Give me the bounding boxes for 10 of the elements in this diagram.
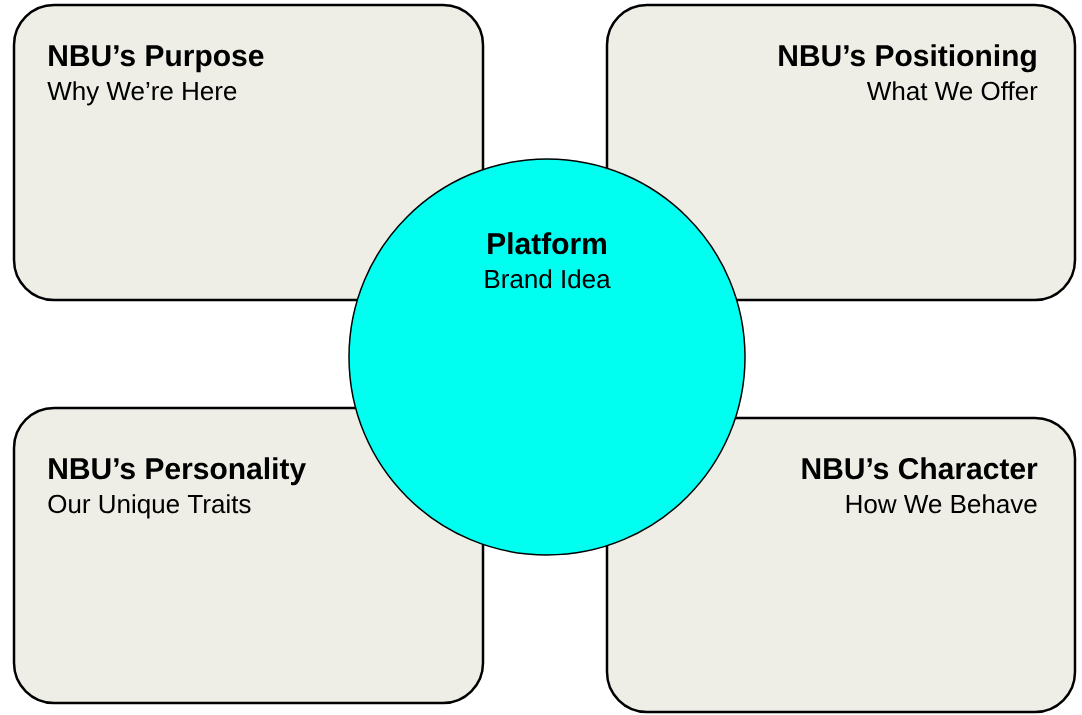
card-title: NBU’s Character (802, 457, 1038, 480)
card-subtitle: Brand Idea (485, 269, 611, 289)
card-subtitle: Our Unique Traits (48, 494, 251, 519)
card-title: NBU’s Positioning (779, 44, 1036, 73)
card-subtitle: Why We’re Here (47, 81, 237, 106)
card-subtitle: What We Offer (866, 81, 1038, 101)
card-title: Platform (488, 232, 606, 255)
card-subtitle: How We Behave (846, 494, 1037, 514)
card-title: NBU’s Purpose (49, 45, 264, 73)
card-title: NBU’s Personality (49, 457, 306, 486)
